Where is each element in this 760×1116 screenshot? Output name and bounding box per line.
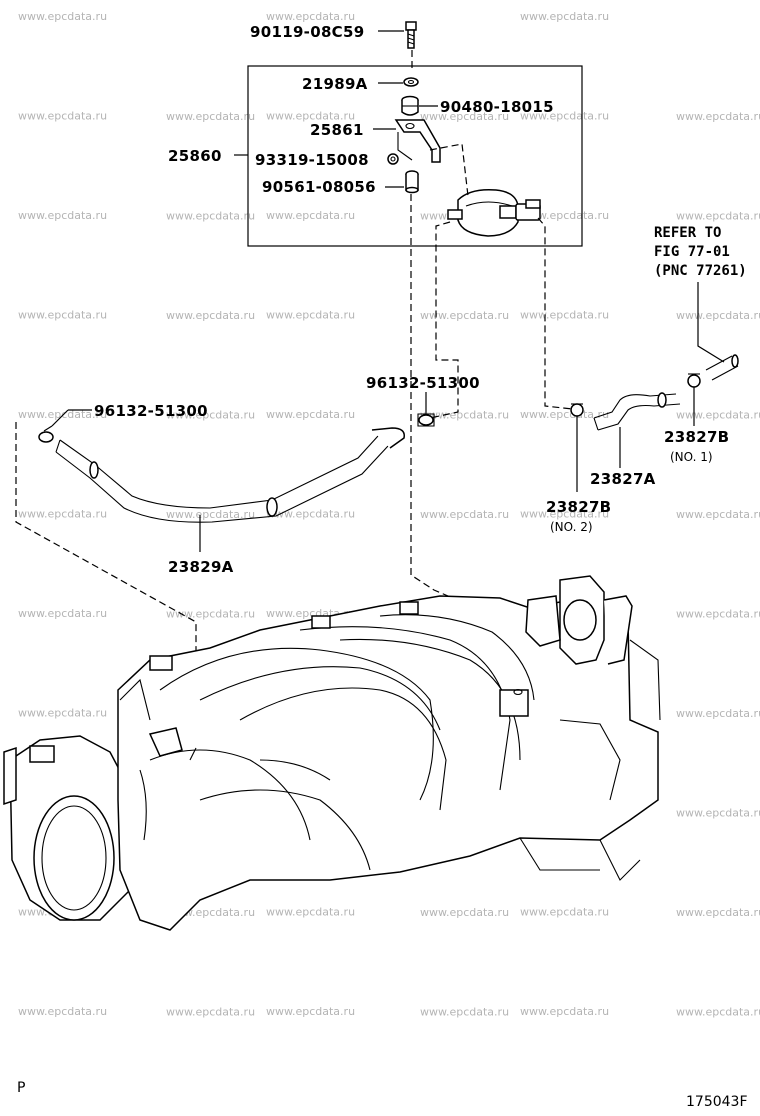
watermark-text: www.epcdata.ru: [18, 209, 107, 222]
watermark-text: www.epcdata.ru: [18, 707, 107, 720]
label-23827b-no1[interactable]: 23827B: [664, 428, 729, 446]
watermark-text: www.epcdata.ru: [676, 309, 760, 322]
watermark-text: www.epcdata.ru: [520, 1005, 609, 1018]
watermark-text: www.epcdata.ru: [676, 807, 760, 820]
watermark-text: www.epcdata.ru: [166, 409, 255, 422]
watermark-text: www.epcdata.ru: [520, 309, 609, 322]
dashed-connector: [429, 143, 469, 197]
watermark-text: www.epcdata.ru: [18, 408, 107, 421]
pipe-icon[interactable]: [705, 354, 739, 381]
label-90561[interactable]: 90561-08056: [262, 178, 376, 196]
watermark-text: www.epcdata.ru: [18, 110, 107, 123]
bolt-icon[interactable]: [405, 21, 417, 49]
watermark-text: www.epcdata.ru: [166, 608, 255, 621]
watermark-text: www.epcdata.ru: [166, 210, 255, 223]
clamp-icon[interactable]: [570, 403, 584, 417]
watermark-text: www.epcdata.ru: [676, 409, 760, 422]
watermark-text: www.epcdata.ru: [676, 508, 760, 521]
label-23827b-no2[interactable]: 23827B: [546, 498, 611, 516]
watermark-text: www.epcdata.ru: [676, 608, 760, 621]
clamp-icon[interactable]: [38, 425, 54, 443]
figure-code: 175043F: [686, 1094, 748, 1110]
part-labels: 90119-08C59 21989A 90480-18015 25861 258…: [17, 23, 748, 1110]
watermark-text: www.epcdata.ru: [266, 10, 355, 23]
label-90119[interactable]: 90119-08C59: [250, 23, 364, 41]
watermark-text: www.epcdata.ru: [166, 508, 255, 521]
label-23827a[interactable]: 23827A: [590, 470, 656, 488]
reference-line-1: REFER TO: [654, 225, 721, 241]
watermark-text: www.epcdata.ru: [520, 408, 609, 421]
watermark-text: www.epcdata.ru: [166, 110, 255, 123]
vacuum-switching-valve-icon[interactable]: [447, 188, 541, 237]
watermark-text: www.epcdata.ru: [166, 1006, 255, 1019]
watermark-text: www.epcdata.ru: [420, 309, 509, 322]
label-25861[interactable]: 25861: [310, 121, 364, 139]
watermark-text: www.epcdata.ru: [18, 1005, 107, 1018]
label-96132-mid[interactable]: 96132-51300: [366, 374, 480, 392]
watermark-text: www.epcdata.ru: [18, 607, 107, 620]
watermark-text: www.epcdata.ru: [420, 409, 509, 422]
cushion-icon[interactable]: [401, 95, 419, 116]
hose-icon[interactable]: [593, 392, 681, 431]
clamp-icon[interactable]: [687, 373, 701, 388]
label-25860[interactable]: 25860: [168, 147, 222, 165]
label-96132-left[interactable]: 96132-51300: [94, 402, 208, 420]
watermark-text: www.epcdata.ru: [266, 209, 355, 222]
label-21989a[interactable]: 21989A: [302, 75, 368, 93]
watermark-text: www.epcdata.ru: [520, 110, 609, 123]
reference-line-2[interactable]: FIG 77-01: [654, 244, 730, 260]
dashed-connector: [537, 217, 583, 411]
label-23827b-no2-sub: (NO. 2): [550, 520, 593, 534]
watermark-text: www.epcdata.ru: [18, 309, 107, 322]
watermark-text: www.epcdata.ru: [676, 707, 760, 720]
watermark-text: www.epcdata.ru: [520, 209, 609, 222]
hose-icon[interactable]: [55, 427, 405, 523]
label-23827b-no1-sub: (NO. 1): [670, 450, 713, 464]
leader-line: [51, 409, 69, 427]
corner-left-label: P: [17, 1080, 25, 1096]
watermark-text: www.epcdata.ru: [676, 1006, 760, 1019]
assembly-group-box: [247, 65, 583, 247]
watermark-text: www.epcdata.ru: [266, 508, 355, 521]
watermark-text: www.epcdata.ru: [266, 1005, 355, 1018]
watermark-text: www.epcdata.ru: [266, 309, 355, 322]
label-90480[interactable]: 90480-18015: [440, 98, 554, 116]
watermark-text: www.epcdata.ru: [18, 508, 107, 521]
dashed-connector: [429, 221, 459, 419]
reference-line-3[interactable]: (PNC 77261): [654, 263, 747, 279]
watermark-text: www.epcdata.ru: [266, 408, 355, 421]
clamp-icon[interactable]: [417, 413, 435, 427]
watermark-text: www.epcdata.ru: [420, 110, 509, 123]
leader-line: [697, 282, 725, 363]
watermark-text: www.epcdata.ru: [520, 906, 609, 919]
watermark-text: www.epcdata.ru: [420, 1006, 509, 1019]
watermark-text: www.epcdata.ru: [166, 309, 255, 322]
label-23829a[interactable]: 23829A: [168, 558, 234, 576]
washer-icon[interactable]: [403, 77, 419, 87]
watermark-text: www.epcdata.ru: [676, 110, 760, 123]
watermark-text: www.epcdata.ru: [520, 508, 609, 521]
watermark-text: www.epcdata.ru: [676, 906, 760, 919]
watermark-text: www.epcdata.ru: [676, 210, 760, 223]
watermark-text: www.epcdata.ru: [266, 110, 355, 123]
watermark-text: www.epcdata.ru: [420, 508, 509, 521]
watermark-text: www.epcdata.ru: [420, 906, 509, 919]
watermark-text: www.epcdata.ru: [18, 10, 107, 23]
watermark-text: www.epcdata.ru: [520, 10, 609, 23]
watermark-text: www.epcdata.ru: [266, 906, 355, 919]
bracket-icon[interactable]: [394, 119, 441, 163]
label-93319[interactable]: 93319-15008: [255, 151, 369, 169]
nut-icon[interactable]: [387, 153, 399, 165]
collar-icon[interactable]: [405, 170, 419, 194]
intake-manifold-icon: [3, 575, 661, 931]
